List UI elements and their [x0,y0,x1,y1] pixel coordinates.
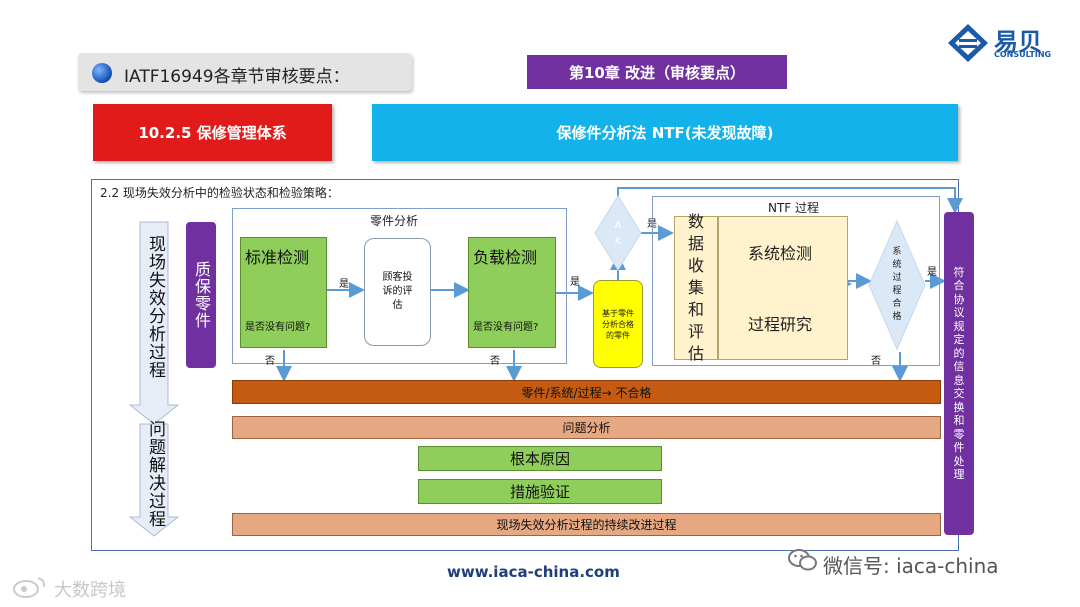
nonconform-bar: 零件/系统/过程→ 不合格 [232,380,941,404]
load-test-box: 负载检测 是否没有问题? [468,237,556,348]
no-label-2: 否 [490,356,500,367]
system-process-ok-label: 系统过程合格 [892,247,902,322]
page-title: IATF16949各章节审核要点： [124,67,350,87]
problem-solving-process-label: 问题解决过程 [145,420,165,528]
topic-banner: 保修件分析法 NTF(未发现故障) [372,104,958,161]
system-test-label: 系统检测 [748,244,813,263]
diamond-ak-label: A K [614,220,622,247]
diamond-system-process [868,219,926,351]
parts-analysis-frame [232,208,567,364]
ntf-title: NTF 过程 [768,201,820,215]
customer-complaint-box: 顾客投诉的评估 [364,238,431,346]
field-failure-process-label: 现场失效分析过程 [145,235,165,379]
qualified-parts-box: 基于零件分析合格的零件 [593,280,643,368]
no-label-1: 否 [265,356,275,367]
no-label-3: 否 [871,356,881,367]
logo-sub: CONSULTING [994,50,1052,59]
yes-label-4: 是 [927,267,937,278]
bullet-icon [92,63,112,83]
weibo-text: 大数跨境 [54,580,126,601]
section-banner: 10.2.5 保修管理体系 [93,104,332,161]
yes-label-2: 是 [570,277,580,288]
standard-test-title: 标准检测 [245,248,310,267]
weibo-icon [13,577,46,598]
logo-name: 易贝 [994,28,1042,56]
parts-analysis-title: 零件分析 [370,214,419,228]
wechat-id: 微信号: iaca-china [823,554,999,578]
website-link[interactable]: www.iaca-china.com [447,563,620,581]
ntf-frame [652,196,940,366]
logo: 易贝 CONSULTING [946,22,1066,64]
root-cause-bar: 根本原因 [418,446,662,471]
panel-title: 2.2 现场失效分析中的检验状态和检验策略： [100,186,339,200]
chapter-badge: 第10章 改进（审核要点） [527,55,787,89]
problem-analysis-bar: 问题分析 [232,416,941,439]
qualified-parts-label: 基于零件分析合格的零件 [602,308,634,340]
agreement-label: 符合协议规定的信息交换和零件处理 [953,265,965,482]
weibo-watermark: 大数跨境 [10,574,150,601]
load-test-question: 是否没有问题? [473,322,539,333]
process-down-arrow-top [128,221,180,425]
system-process-box [718,216,848,360]
logo-icon [948,24,988,62]
data-collection-box: 数据收集和评估 [674,212,718,363]
standard-test-box: 标准检测 是否没有问题? [240,237,327,348]
wechat-icon [788,548,818,572]
standard-test-question: 是否没有问题? [245,322,311,333]
customer-complaint-label: 顾客投诉的评估 [382,272,413,311]
process-down-arrow-bottom [128,423,180,537]
data-collection-label: 数据收集和评估 [687,212,704,363]
measure-verify-bar: 措施验证 [418,479,662,504]
yes-label-1: 是 [339,279,349,290]
continuous-improve-bar: 现场失效分析过程的持续改进过程 [232,513,941,536]
process-study-label: 过程研究 [748,315,813,334]
header-title-box [78,53,412,91]
load-test-title: 负载检测 [473,248,538,267]
quality-parts-box: 质保零件 [186,222,216,368]
quality-parts-label: 质保零件 [192,261,211,329]
diamond-ak [594,195,642,271]
agreement-box: 符合协议规定的信息交换和零件处理 [944,212,974,535]
